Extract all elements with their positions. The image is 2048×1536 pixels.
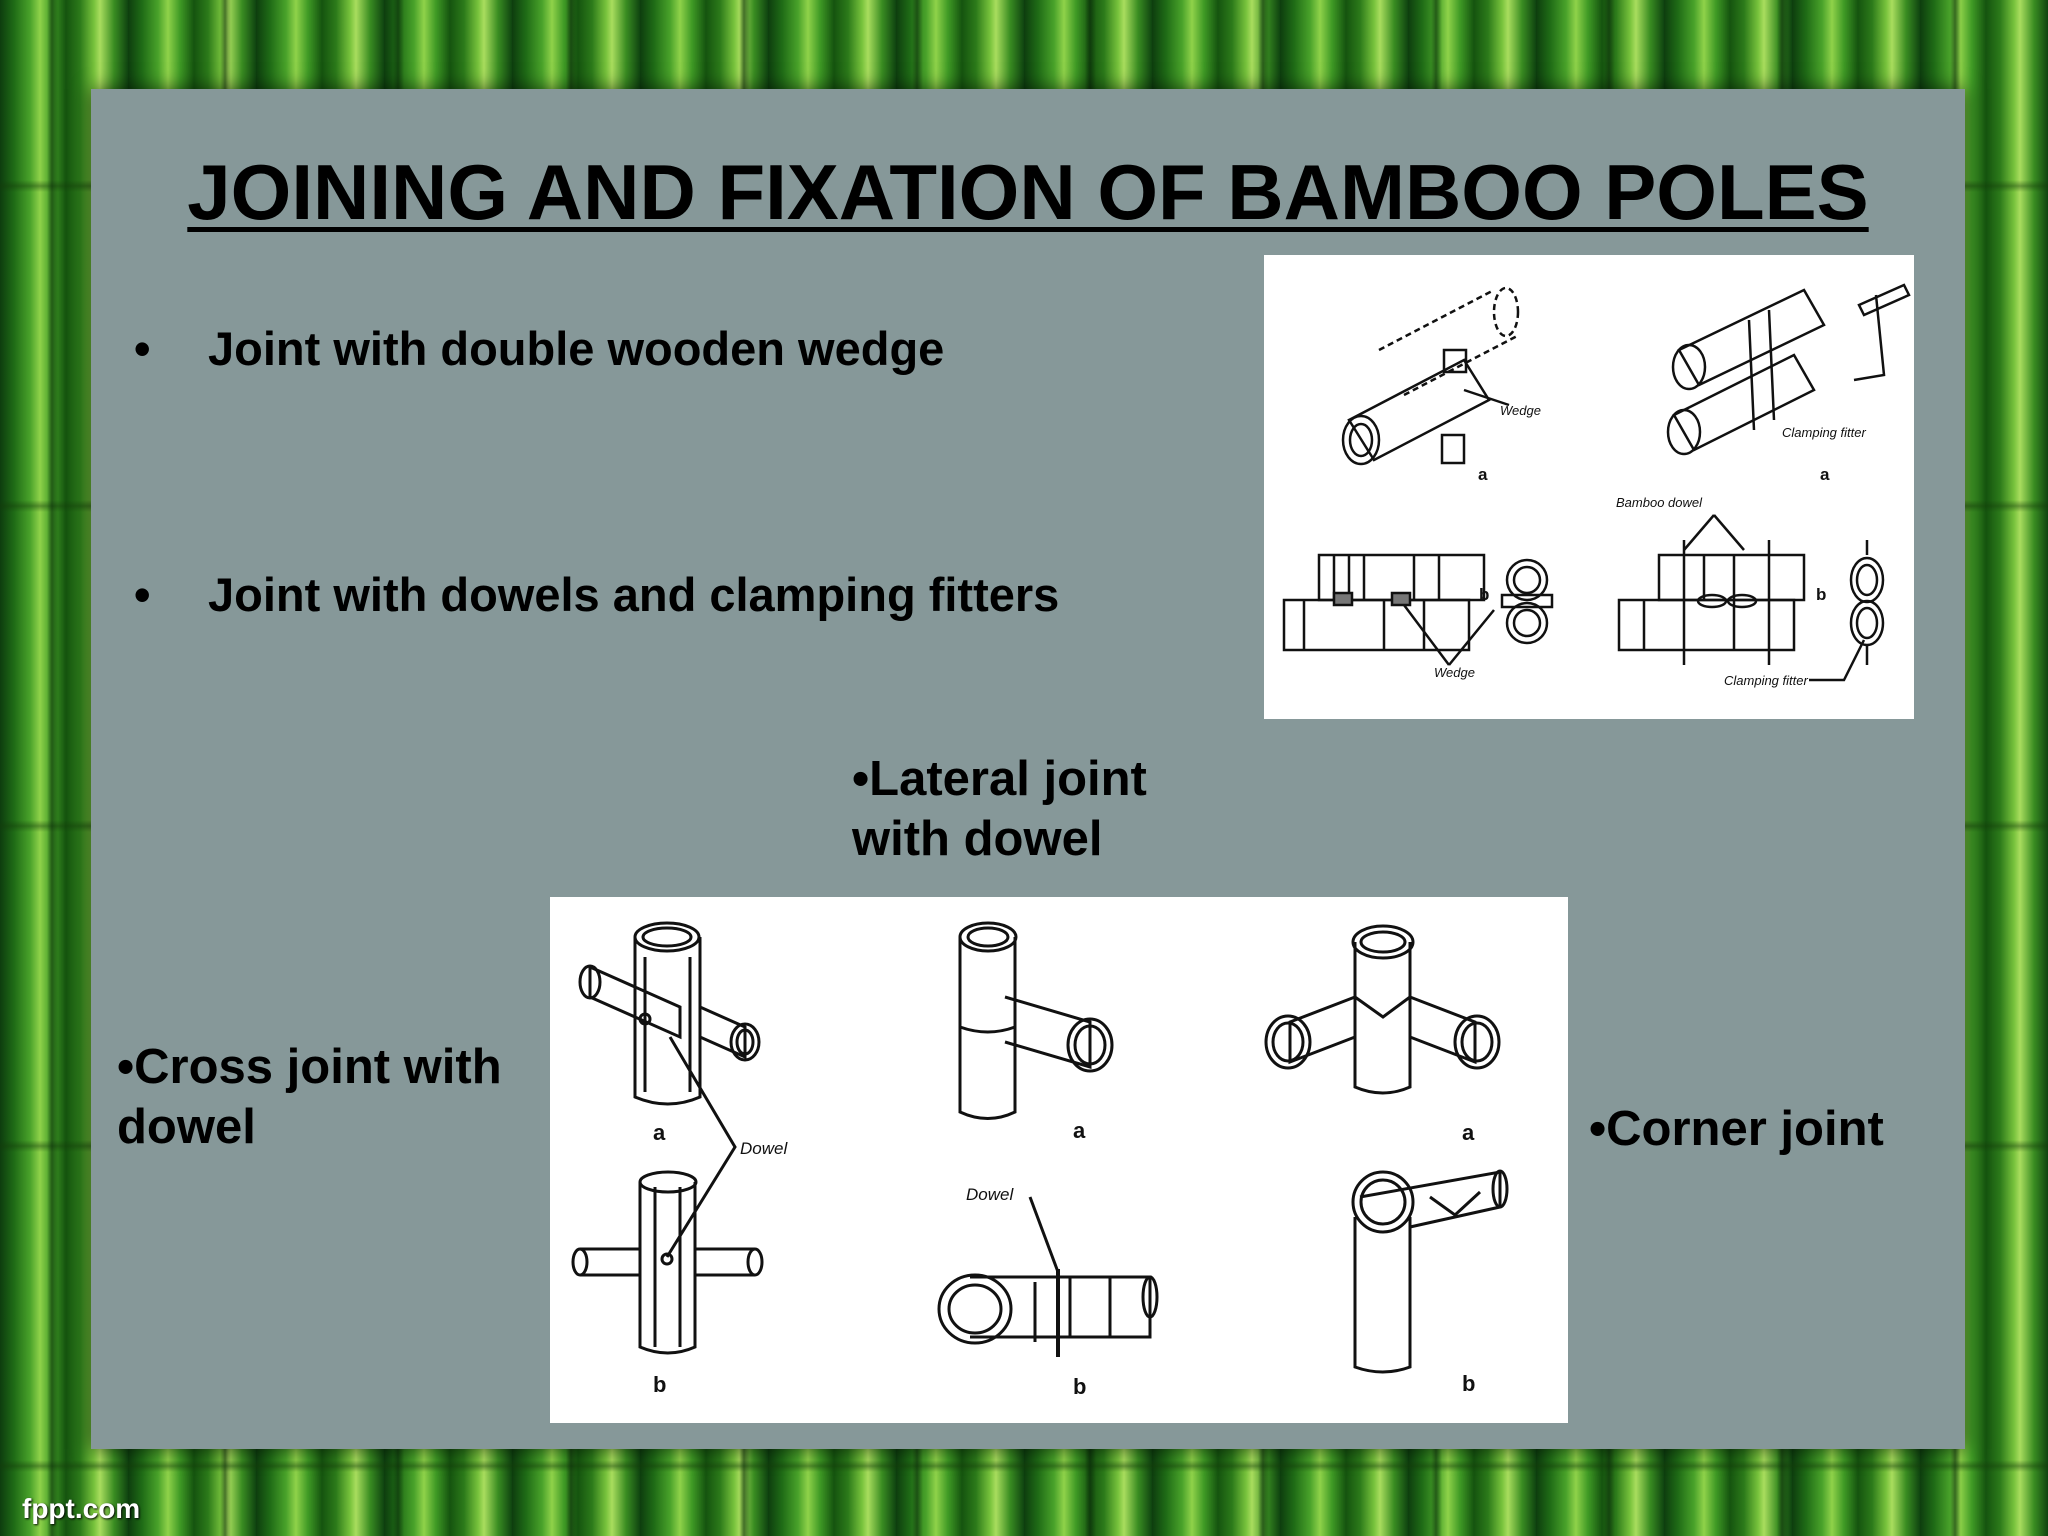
label-a-cross: a [653, 1120, 666, 1145]
bullet-dowels-clamping: • Joint with dowels and clamping fitters [134, 567, 1060, 622]
clamping-joint-b-drawing [1617, 514, 1885, 682]
dowel-joints-figure: Dowel Dowel a b a b a b [550, 897, 1568, 1423]
corner-joint-label: •Corner joint [1589, 1102, 1884, 1156]
label-b-cross: b [653, 1372, 666, 1397]
label-a-lateral: a [1073, 1118, 1086, 1143]
clamping-fitter-label-top: Clamping fitter [1782, 425, 1866, 440]
wedge-clamp-drawing: Wedge Clamping fitter Bamboo dowel Wedge… [1282, 283, 1911, 688]
label-b-left: b [1479, 585, 1489, 604]
dowel-label-cross: Dowel [740, 1139, 788, 1158]
cross-joint-a-drawing [578, 921, 761, 1106]
cross-joint-b-drawing [571, 1036, 764, 1355]
label-a-corner: a [1462, 1120, 1475, 1145]
label-a-right: a [1820, 465, 1830, 484]
lateral-joint-label: •Lateral joint with dowel [852, 752, 1147, 866]
slide-panel: JOINING AND FIXATION OF BAMBOO POLES • J… [91, 89, 1965, 1449]
bullet-text: Joint with dowels and clamping fitters [208, 568, 1060, 621]
corner-joint-b-drawing [1351, 1169, 1509, 1374]
bullet-double-wedge: • Joint with double wooden wedge [134, 321, 945, 376]
bullet-text: Joint with double wooden wedge [208, 322, 945, 375]
wedge-label: Wedge [1500, 403, 1541, 418]
dowel-joints-drawing: Dowel Dowel a b a b a b [571, 921, 1509, 1399]
wedge-label-bottom: Wedge [1434, 665, 1475, 680]
dowel-label-lateral: Dowel [966, 1185, 1014, 1204]
bullet-dot: • [134, 568, 151, 621]
label-a-left: a [1478, 465, 1488, 484]
label-b-right: b [1816, 585, 1826, 604]
wedge-clamp-joint-figure: Wedge Clamping fitter Bamboo dowel Wedge… [1264, 255, 1914, 719]
label-b-corner: b [1462, 1371, 1475, 1396]
clamping-fitter-label-bottom: Clamping fitter [1724, 673, 1808, 688]
bullet-dot: • [134, 322, 151, 375]
fppt-watermark: fppt.com [22, 1493, 141, 1524]
label-b-lateral: b [1073, 1374, 1086, 1399]
corner-joint-a-drawing [1264, 924, 1501, 1095]
wedge-joint-a-drawing [1341, 286, 1520, 466]
clamping-joint-a-drawing [1666, 283, 1911, 456]
lateral-joint-b-drawing [937, 1196, 1159, 1357]
lateral-joint-a-drawing [958, 921, 1114, 1120]
cross-joint-label: •Cross joint with dowel [117, 1040, 502, 1154]
slide-title: JOINING AND FIXATION OF BAMBOO POLES [187, 148, 1869, 236]
bamboo-dowel-label: Bamboo dowel [1616, 495, 1703, 510]
wedge-joint-b-drawing [1282, 553, 1554, 666]
